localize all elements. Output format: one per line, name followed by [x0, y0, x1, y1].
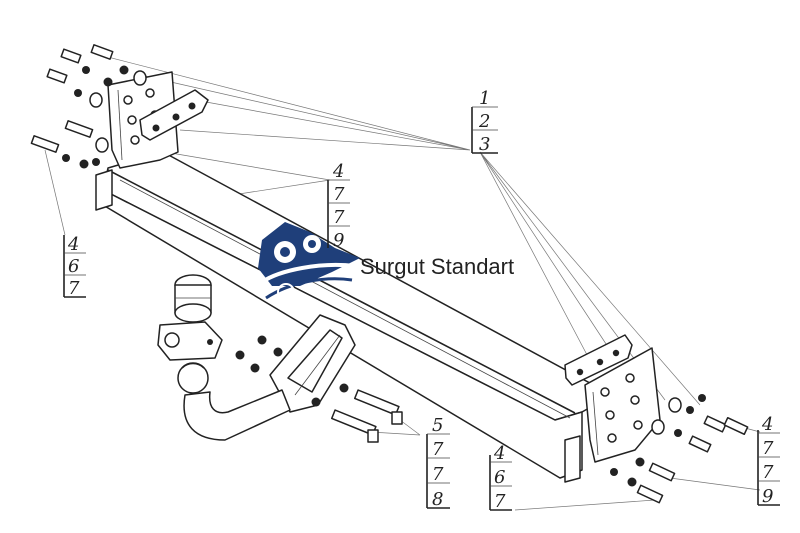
gears-car-logo-icon: [258, 222, 360, 301]
callout-4-label-3: 7: [432, 464, 444, 485]
callout-6: 4 7 7 9: [757, 414, 780, 507]
left-clamp-plate: [139, 89, 209, 141]
callout-3-label-2: 6: [68, 256, 79, 277]
callout-6-label-2: 7: [762, 438, 774, 459]
callout-6-label-1: 4: [761, 414, 773, 435]
callout-5-label-3: 7: [494, 491, 506, 512]
callout-1-label-1: 1: [479, 88, 490, 109]
leader-lines: [44, 54, 761, 511]
callout-4: 5 7 7 8: [426, 415, 450, 510]
right-mounting-bracket: [584, 347, 661, 463]
callout-1: 1 2 3: [471, 88, 498, 155]
bushing-part: [174, 274, 212, 323]
callout-4-label-2: 7: [432, 439, 444, 460]
cross-beam: [95, 151, 613, 483]
callout-6-label-4: 9: [762, 486, 773, 507]
fasteners-mid-left: [30, 120, 109, 169]
fasteners-top-left: [46, 44, 147, 108]
callout-5-label-1: 4: [493, 443, 505, 464]
callout-2: 4 7 7 9: [327, 161, 350, 251]
callout-5-label-2: 6: [494, 467, 505, 488]
right-clamp-plate: [564, 334, 633, 386]
fasteners-right: [610, 394, 749, 504]
callout-2-label-1: 4: [332, 161, 344, 182]
callout-1-label-3: 3: [479, 134, 490, 155]
callout-2-label-3: 7: [333, 207, 345, 228]
brand-name: Surgut Standart: [360, 254, 514, 279]
callout-3: 4 6 7: [63, 234, 86, 299]
callout-5: 4 6 7: [489, 443, 512, 512]
callout-4-label-1: 5: [432, 415, 443, 436]
center-tow-bracket: [269, 314, 356, 413]
callout-3-label-1: 4: [67, 234, 79, 255]
callout-6-label-3: 7: [762, 462, 774, 483]
callout-2-label-2: 7: [333, 184, 345, 205]
fasteners-center: [235, 335, 403, 443]
callout-3-label-3: 7: [68, 278, 80, 299]
socket-plate: [157, 321, 223, 361]
tow-ball-arm: [177, 362, 291, 441]
callout-1-label-2: 2: [478, 111, 490, 132]
callout-2-label-4: 9: [333, 230, 344, 251]
callout-4-label-4: 8: [432, 489, 443, 510]
brand-logo: Surgut Standart: [258, 222, 514, 301]
